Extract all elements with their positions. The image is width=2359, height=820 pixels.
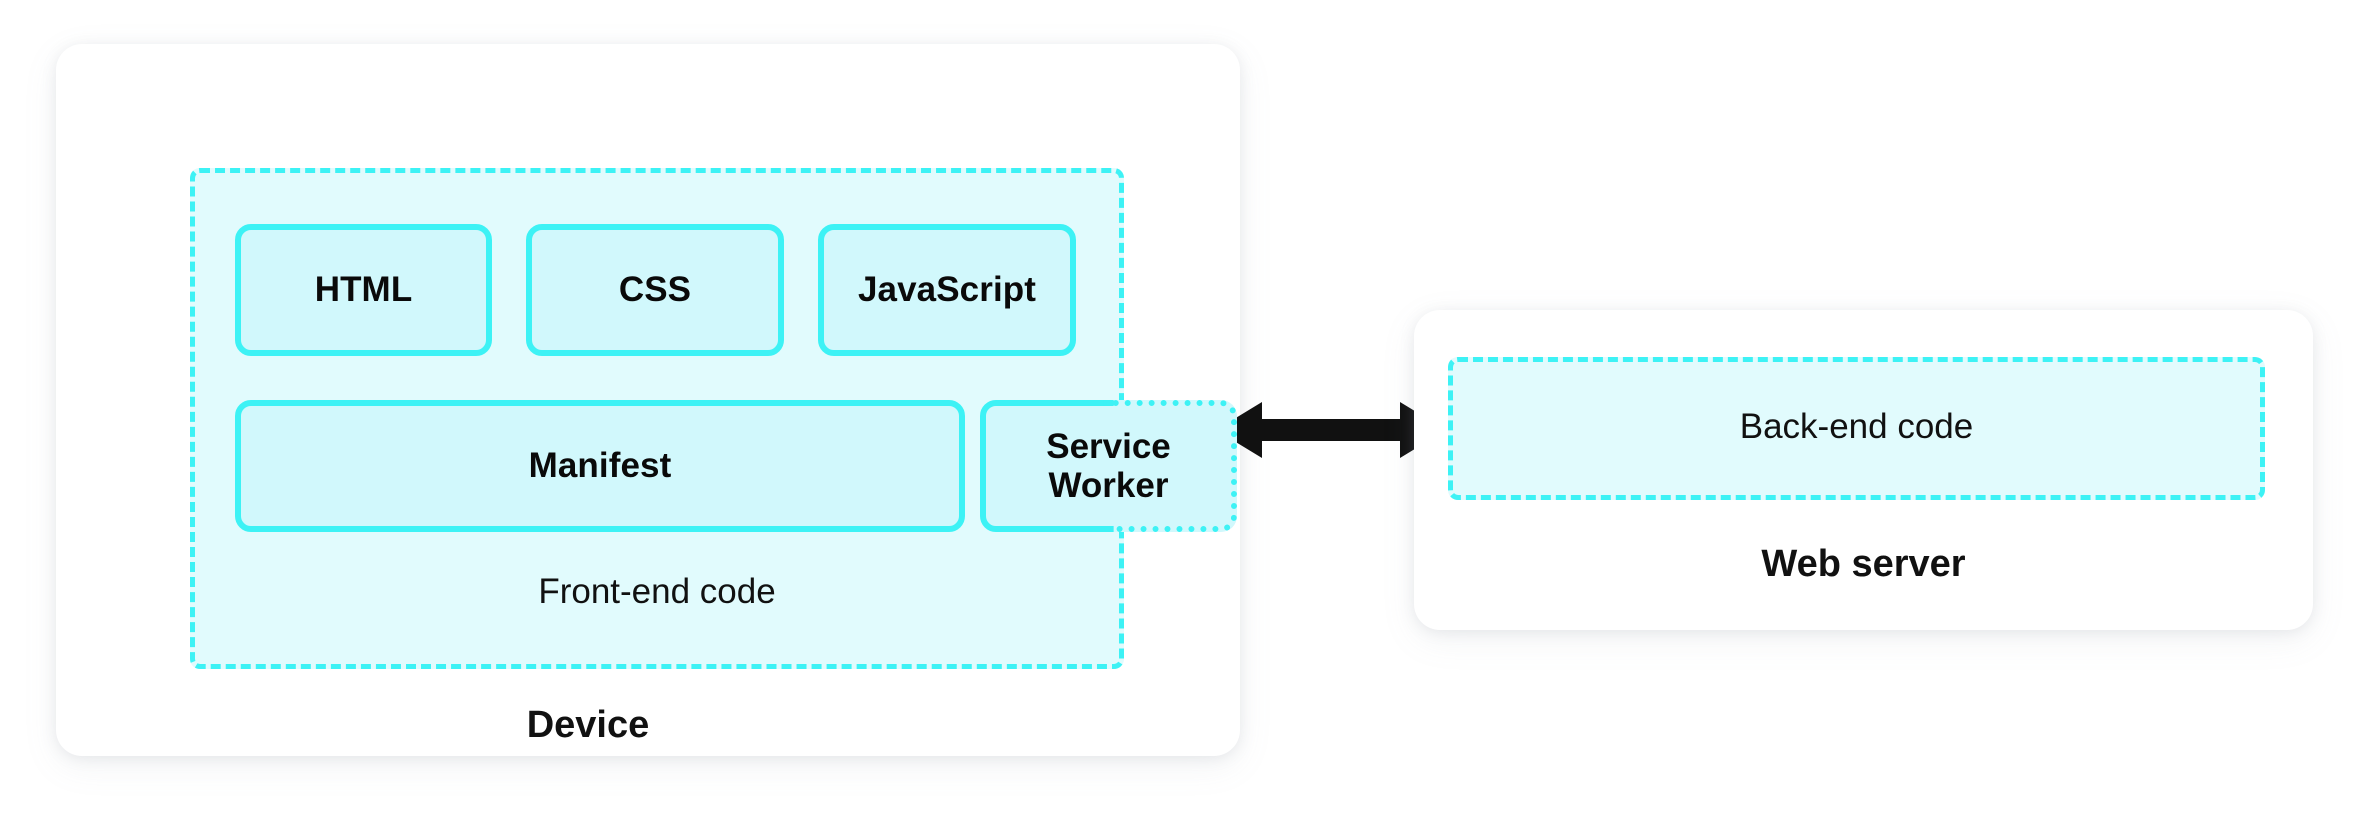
tech-box-service-worker[interactable]: Service Worker [980, 400, 1237, 532]
tech-box-manifest[interactable]: Manifest [235, 400, 965, 532]
service-worker-label: Service Worker [1046, 426, 1171, 505]
web-server-card: Back-end code Web server [1414, 310, 2313, 630]
bidirectional-arrow-icon [1216, 402, 1446, 458]
frontend-code-caption: Front-end code [538, 572, 776, 611]
tech-box-html[interactable]: HTML [235, 224, 492, 356]
device-caption: Device [526, 704, 650, 746]
backend-code-group [1448, 357, 2265, 500]
backend-code-caption: Back-end code [1739, 407, 1974, 446]
device-card: HTML CSS JavaScript Manifest Service Wor… [56, 44, 1240, 756]
tech-box-css[interactable]: CSS [526, 224, 784, 356]
web-server-caption: Web server [1761, 543, 1966, 585]
tech-box-javascript[interactable]: JavaScript [818, 224, 1076, 356]
